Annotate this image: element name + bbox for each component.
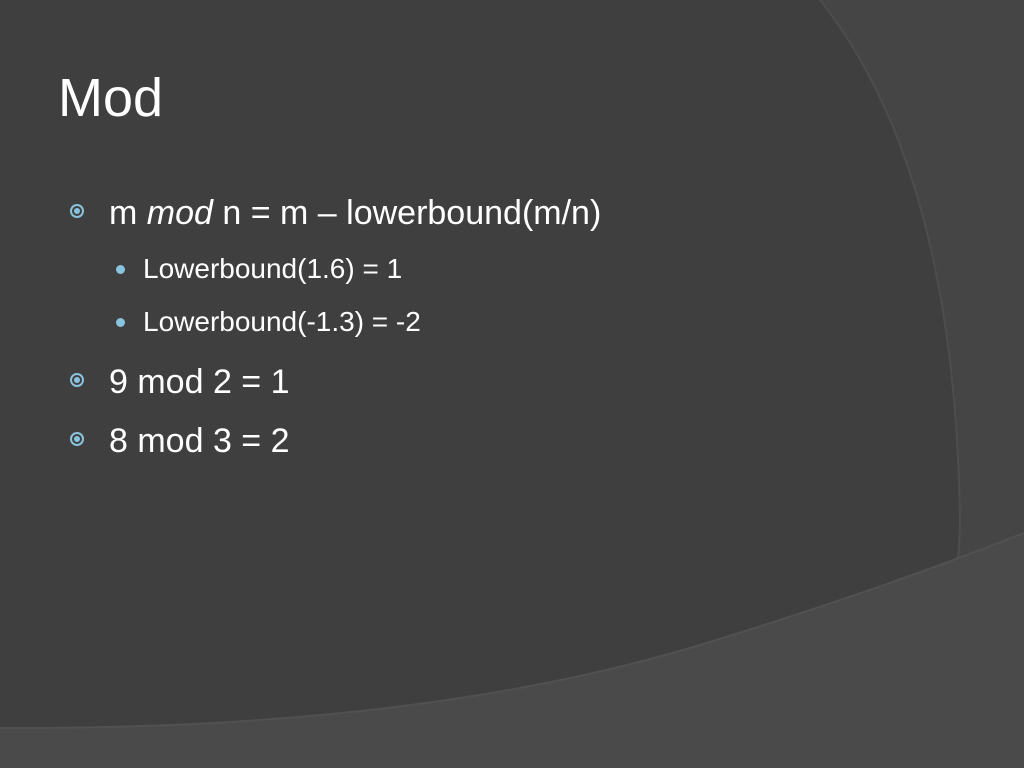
dot-bullet-icon xyxy=(116,318,125,327)
sub-bullet-text: Lowerbound(1.6) = 1 xyxy=(143,253,403,284)
ring-bullet-icon xyxy=(70,432,84,446)
bullet-item: 9 mod 2 = 1 xyxy=(70,361,290,403)
bullet-item: 8 mod 3 = 2 xyxy=(70,420,290,462)
sub-bullet-item: Lowerbound(1.6) = 1 xyxy=(116,251,402,287)
bullet-text: 9 mod 2 = 1 xyxy=(109,363,290,401)
slide-title: Mod xyxy=(58,68,164,128)
bullet-text: m mod n = m – lowerbound(m/n) xyxy=(109,194,601,232)
ring-bullet-icon xyxy=(70,373,84,387)
bullet-text-part: m xyxy=(109,194,147,232)
dot-bullet-icon xyxy=(116,265,125,274)
background-curve-bottom-edge xyxy=(0,532,1024,730)
background-curve-bottom xyxy=(0,533,1024,768)
sub-bullet-item: Lowerbound(-1.3) = -2 xyxy=(116,304,421,340)
sub-bullet-text: Lowerbound(-1.3) = -2 xyxy=(143,306,421,337)
ring-bullet-icon xyxy=(70,204,84,218)
bullet-text-italic: mod xyxy=(146,194,213,232)
bullet-text-part: n = m – lowerbound(m/n) xyxy=(212,194,602,232)
bullet-text: 8 mod 3 = 2 xyxy=(109,422,290,460)
bullet-item-formula: m mod n = m – lowerbound(m/n) xyxy=(70,192,601,234)
